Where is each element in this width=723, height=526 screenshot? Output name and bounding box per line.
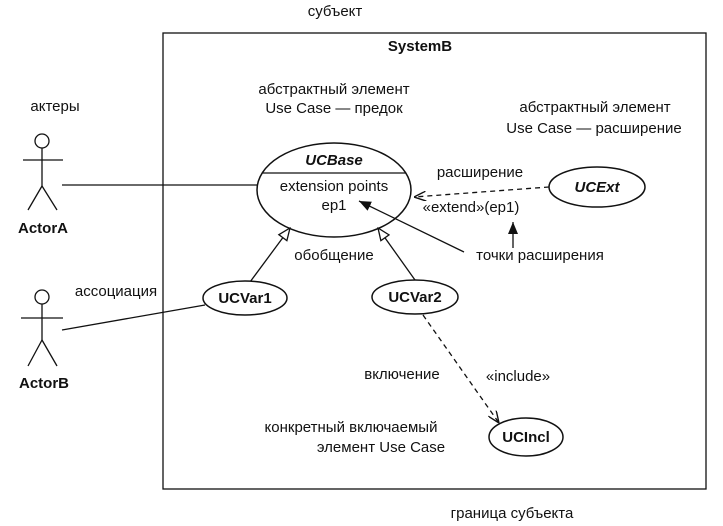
inclusion-label: включение	[364, 366, 440, 383]
actor-b-name: ActorB	[19, 375, 69, 392]
base-note-line-1: абстрактный элемент	[258, 81, 409, 98]
generalization-var2	[378, 228, 416, 281]
actors-label: актеры	[30, 98, 79, 115]
actor-a-name: ActorA	[18, 220, 68, 237]
uc-base-ellipse	[256, 142, 412, 238]
uc-var2-name: UCVar2	[388, 289, 441, 306]
uc-var1-ellipse	[202, 280, 288, 316]
uc-ext-name: UCExt	[574, 179, 620, 196]
uc-base-extension-point: ep1	[321, 197, 346, 214]
extension-points-label: точки расширения	[476, 247, 604, 264]
ext-note-line-1: абстрактный элемент	[519, 99, 670, 116]
system-boundary	[162, 32, 707, 490]
uc-incl-name: UCIncl	[502, 429, 550, 446]
generalization-var1	[249, 228, 290, 283]
include-stereotype: «include»	[486, 368, 550, 385]
subject-label: субъект	[308, 3, 363, 20]
generalization-label: обобщение	[294, 247, 373, 264]
association-label: ассоциация	[75, 283, 157, 300]
base-note-line-2: Use Case — предок	[265, 100, 403, 117]
actor-a-figure	[23, 133, 63, 211]
ext-note-line-2: Use Case — расширение	[506, 120, 681, 137]
extend-stereotype: «extend»(ep1)	[423, 199, 520, 216]
boundary-label: граница субъекта	[451, 505, 574, 522]
extension-label: расширение	[437, 164, 523, 181]
actor-b-figure	[21, 289, 63, 367]
extend-dependency-arrow	[414, 186, 550, 197]
uc-base-compartment-title: extension points	[280, 178, 388, 195]
uc-base-name: UCBase	[305, 152, 363, 169]
association-actor-b	[61, 304, 206, 331]
uc-var1-name: UCVar1	[218, 290, 271, 307]
uc-incl-ellipse	[488, 417, 564, 457]
incl-note-line-2: элемент Use Case	[317, 439, 445, 456]
extension-point-pointer-ep1	[358, 200, 465, 253]
incl-note-line-1: конкретный включаемый	[265, 419, 438, 436]
system-name: SystemB	[388, 38, 452, 55]
uc-var2-ellipse	[371, 279, 459, 315]
include-dependency-arrow	[422, 314, 499, 423]
